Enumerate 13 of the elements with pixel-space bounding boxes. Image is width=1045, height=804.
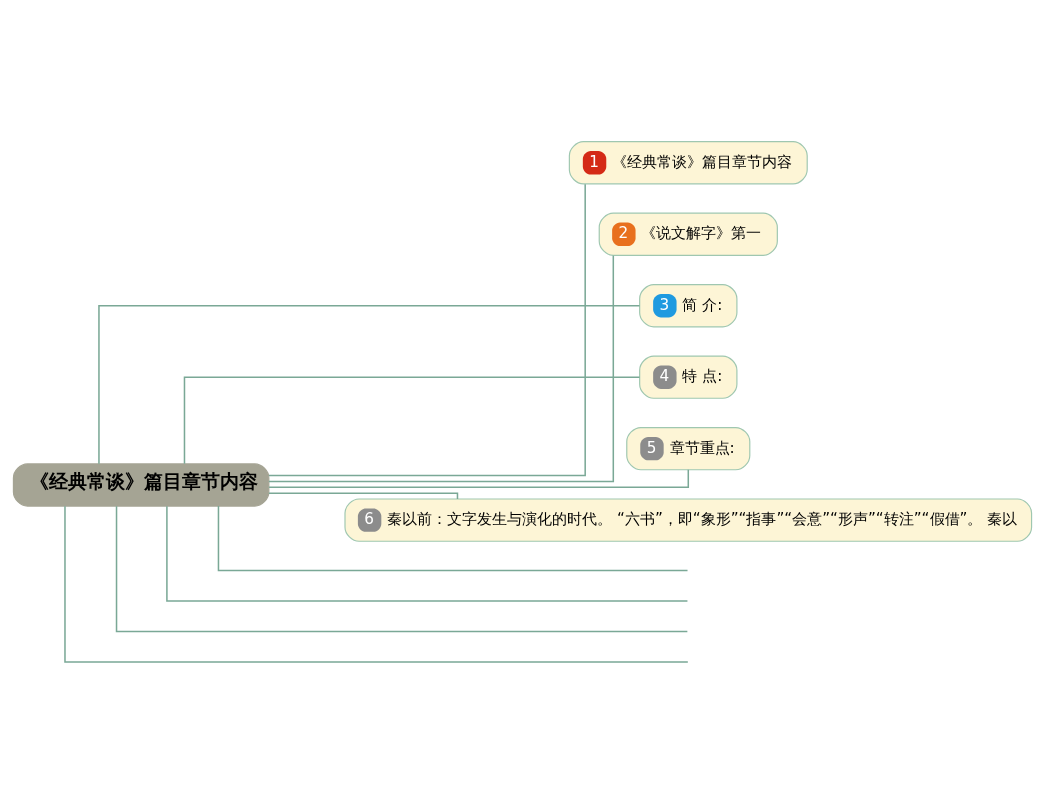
connector xyxy=(183,376,641,465)
node-box: 6 秦以前：文字发生与演化的时代。 “六书”，即“象形”“指事”“会意”“形声”“转注”“假借”。 秦以 xyxy=(344,498,1033,542)
node-box: 3 简 介: xyxy=(639,284,738,328)
node-box: 4 特 点: xyxy=(639,355,738,399)
node-box: 《经典常谈》篇目章节内容 xyxy=(12,463,270,507)
connector xyxy=(268,492,459,500)
node-box: 1 《经典常谈》篇目章节内容 xyxy=(568,141,808,185)
connector xyxy=(98,304,641,465)
connector xyxy=(268,469,690,489)
connector xyxy=(268,183,586,477)
node-box: 5 章节重点: xyxy=(626,427,751,471)
connector xyxy=(268,255,615,483)
node-box: 2 《说文解字》第一 xyxy=(598,212,778,256)
